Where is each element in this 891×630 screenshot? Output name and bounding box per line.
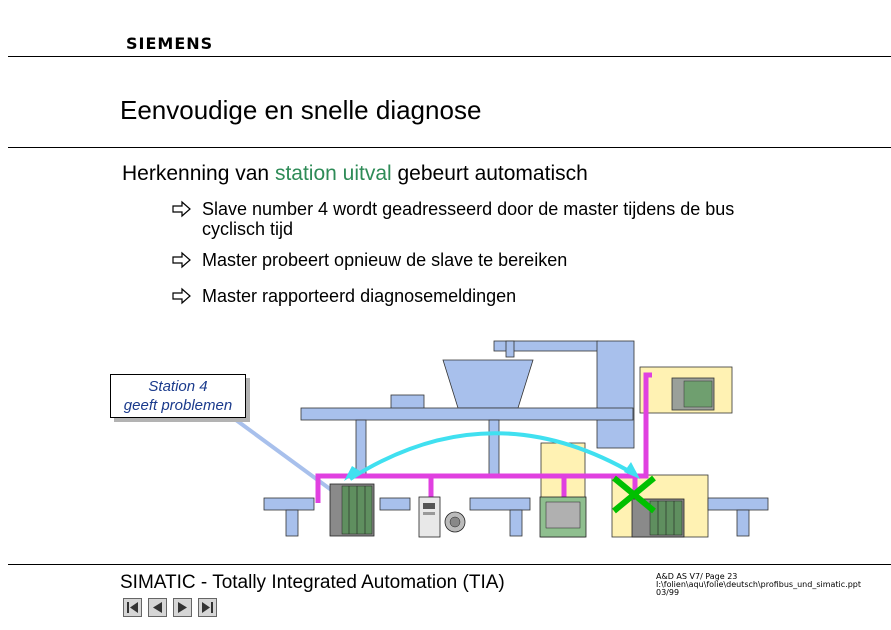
conveyor-leg: [509, 509, 523, 537]
bullet-text: Slave number 4 wordt geadresseerd door d…: [202, 199, 735, 219]
conveyor-segment: [263, 497, 315, 511]
slide-title: Eenvoudige en snelle diagnose: [120, 95, 482, 125]
signal-arrowhead: [344, 466, 360, 481]
plant-diagram: [234, 340, 769, 538]
lead-suffix: gebeurt automatisch: [391, 162, 588, 185]
beam-leg: [488, 419, 500, 477]
next-slide-icon: [178, 602, 187, 613]
signal-arrowhead: [624, 462, 640, 479]
error-cross-icon: [612, 475, 656, 514]
footer-info-line: I:\folien\aqu\folie\deutsch\profibus_und…: [656, 580, 861, 589]
callout-pointer: [234, 418, 347, 502]
next-slide-button[interactable]: [173, 598, 192, 617]
conveyor-leg: [285, 509, 299, 537]
bullet-text: Master probeert opnieuw de slave te bere…: [202, 250, 568, 270]
lead-prefix: Herkenning van: [122, 162, 275, 185]
profibus-line: [315, 372, 652, 503]
beam-leg: [355, 419, 367, 477]
hollow-arrow-icon: [172, 199, 194, 224]
conveyor-leg: [736, 509, 750, 537]
callout-line: geeft problemen: [123, 397, 233, 414]
footer-divider: [8, 564, 891, 565]
bullet-text: Master rapporteerd diagnosemeldingen: [202, 286, 517, 306]
footer-info: A&D AS V7/ Page 23 I:\folien\aqu\folie\d…: [656, 573, 861, 597]
conveyor-segment: [707, 497, 769, 511]
last-slide-button[interactable]: [198, 598, 217, 617]
previous-slide-button[interactable]: [148, 598, 167, 617]
master-plc-panel: [683, 380, 713, 408]
header-divider: [8, 56, 891, 57]
siemens-logo: SIEMENS: [126, 34, 214, 53]
station-callout: Station 4 geeft problemen: [110, 374, 246, 418]
lead-highlight: station uitval: [274, 162, 392, 185]
hollow-arrow-icon: [172, 250, 194, 275]
feed-pipe-spout: [505, 340, 515, 358]
footer-info-line: 03/99: [656, 588, 680, 597]
title-divider: [8, 147, 891, 148]
conveyor-segment: [469, 497, 531, 511]
hopper: [442, 359, 534, 409]
previous-slide-icon: [153, 602, 162, 613]
silo: [596, 340, 635, 449]
bullet-text: cyclisch tijd: [202, 219, 294, 239]
hollow-arrow-icon: [172, 286, 194, 311]
upper-beam: [300, 407, 634, 421]
conveyor-segment: [379, 497, 411, 511]
operator-panel-screen: [545, 501, 581, 529]
last-slide-icon: [202, 602, 213, 613]
lead-text: Herkenning van station uitval gebeurt au…: [122, 162, 588, 186]
footer-title: SIMATIC - Totally Integrated Automation …: [120, 572, 505, 593]
first-slide-button[interactable]: [123, 598, 142, 617]
first-slide-icon: [127, 602, 138, 613]
callout-line: Station 4: [148, 378, 208, 395]
footer-info-line: A&D AS V7/ Page 23: [656, 572, 738, 581]
signal-arc: [348, 431, 636, 481]
